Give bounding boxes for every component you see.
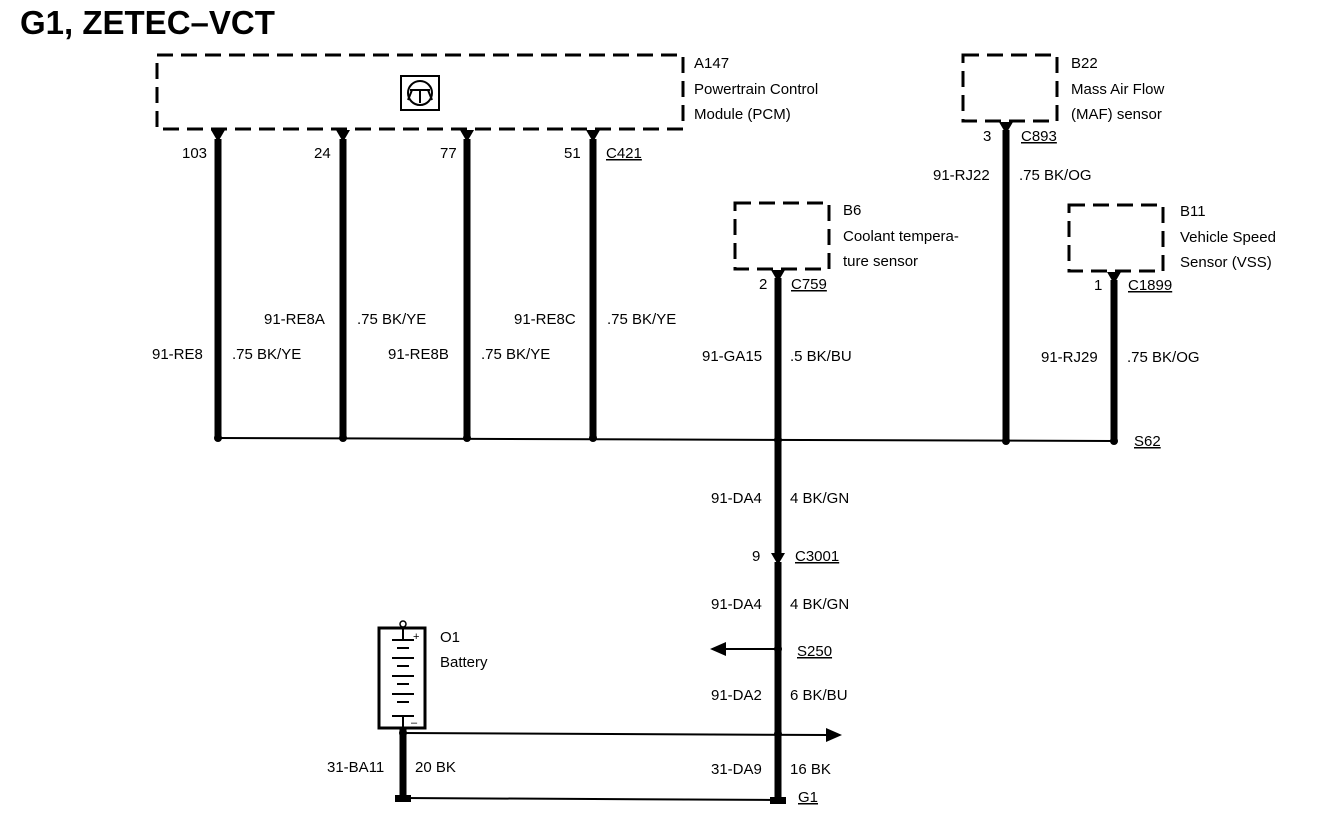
wire-spec-91-ga15: .5 BK/BU [790,348,852,365]
ground-icon [395,795,786,804]
wire-label-91-re8c: 91-RE8C [514,311,576,328]
ect-name-line2: ture sensor [843,253,918,270]
c3001-connector: C3001 [795,548,839,565]
wire-label-91-re8a: 91-RE8A [264,311,325,328]
trunk-seg2-spec: 4 BK/GN [790,596,849,613]
battery-id: O1 [440,629,460,646]
maf-pin: 3 [983,128,991,145]
trunk-seg1-circuit: 91-DA4 [711,490,762,507]
pcm-name-line1: Powertrain Control [694,81,818,98]
ground-bus-line [402,797,779,801]
wire-label-31-ba11: 31-BA11 [327,759,384,776]
wire-spec-91-re8: .75 BK/YE [232,346,301,363]
battery-junction-dot [774,730,782,738]
splice-s62-dots [214,434,1118,445]
pcm-id: A147 [694,55,729,72]
trunk-seg3-spec: 6 BK/BU [790,687,848,704]
wire-label-91-rj29: 91-RJ29 [1041,349,1098,366]
pcm-pin-marks [211,130,600,142]
pcm-module-box [155,53,685,131]
ect-id: B6 [843,202,861,219]
battery-name: Battery [440,654,488,671]
maf-name-line2: (MAF) sensor [1071,106,1162,123]
wire-spec-91-re8c: .75 BK/YE [607,311,676,328]
pcm-name-line2: Module (PCM) [694,106,791,123]
pcm-connector: C421 [606,145,642,162]
ground-g1-label: G1 [798,789,818,806]
trunk-seg1-spec: 4 BK/GN [790,490,849,507]
battery-feed-line [402,732,829,736]
wire-spec-91-re8b: .75 BK/YE [481,346,550,363]
wire-label-91-rj22: 91-RJ22 [933,167,990,184]
vss-connector: C1899 [1128,277,1172,294]
wire-spec-91-re8a: .75 BK/YE [357,311,426,328]
c3001-pin-mark [771,553,785,565]
maf-connector: C893 [1021,128,1057,145]
ect-sensor-box [733,201,831,271]
wire-label-91-re8b: 91-RE8B [388,346,449,363]
battery-terminal-dot [399,729,407,737]
vss-pin: 1 [1094,277,1102,294]
battery-plus-sign: + [413,631,419,643]
trunk-seg4-spec: 16 BK [790,761,831,778]
battery-feed-arrow-icon [826,728,842,742]
maf-id: B22 [1071,55,1098,72]
splice-s62-bus [217,437,1115,442]
trunk-seg2-circuit: 91-DA4 [711,596,762,613]
pin-103: 103 [182,145,207,162]
trunk-seg4-circuit: 31-DA9 [711,761,762,778]
wire-spec-91-rj22: .75 BK/OG [1019,167,1092,184]
ect-name-line1: Coolant tempera- [843,228,959,245]
pin-51: 51 [564,145,581,162]
pin-77: 77 [440,145,457,162]
ect-pin-mark [771,270,785,282]
maf-name-line1: Mass Air Flow [1071,81,1165,98]
vss-sensor-box [1067,203,1165,273]
battery-minus-sign: – [411,717,418,729]
vss-id: B11 [1180,203,1206,220]
c3001-pin: 9 [752,548,760,565]
wire-spec-31-ba11: 20 BK [415,759,456,776]
vss-name-line2: Sensor (VSS) [1180,254,1272,271]
wire-spec-91-rj29: .75 BK/OG [1127,349,1200,366]
s250-branch-arrow-icon [710,642,726,656]
vss-name-line1: Vehicle Speed [1180,229,1276,246]
wire-label-91-ga15: 91-GA15 [702,348,762,365]
trunk-seg3-circuit: 91-DA2 [711,687,762,704]
ect-pin: 2 [759,276,767,293]
maf-pin-mark [999,122,1013,134]
vss-pin-mark [1107,272,1121,284]
maf-sensor-box [961,53,1059,123]
splice-s62-label: S62 [1134,433,1161,450]
pin-24: 24 [314,145,331,162]
splice-s250-label: S250 [797,643,832,660]
transistor-icon [400,75,440,111]
wire-label-91-re8: 91-RE8 [152,346,203,363]
diagram-title: G1, ZETEC–VCT [20,4,275,41]
ect-connector: C759 [791,276,827,293]
